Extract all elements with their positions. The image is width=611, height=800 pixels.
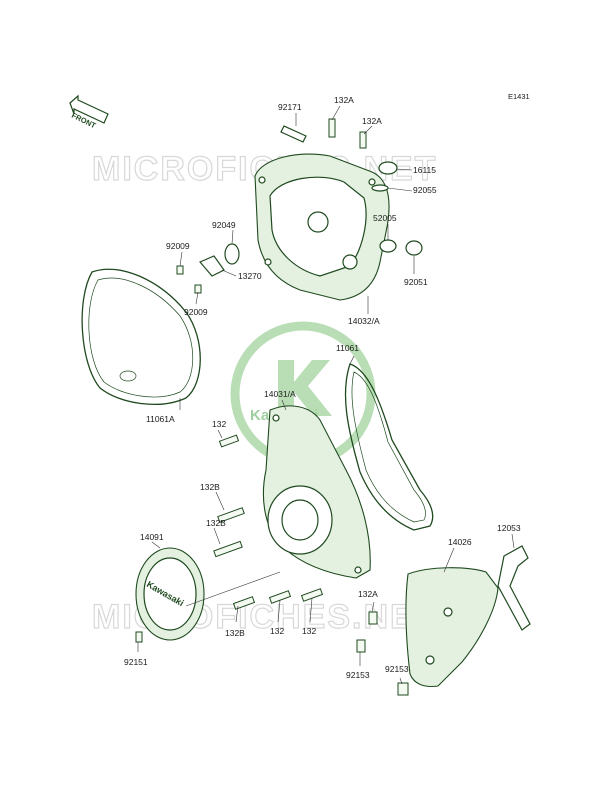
gasket-11061 (344, 363, 434, 531)
callout-132A-top: 132A (334, 95, 354, 105)
callout-52005: 52005 (373, 213, 397, 223)
callout-16115: 16115 (413, 165, 436, 175)
plug-16115 (378, 161, 398, 175)
bolt-132A-low (368, 611, 378, 625)
callout-92153-a: 92153 (346, 670, 370, 680)
callout-132-b: 132 (270, 626, 284, 636)
plate-13270 (199, 255, 225, 277)
callout-92009-b: 92009 (184, 307, 208, 317)
seal-92049 (224, 243, 240, 265)
bolt-92151 (135, 631, 143, 643)
callout-11061: 11061 (336, 343, 359, 353)
bracket-92171 (280, 125, 307, 143)
callout-132-a: 132 (212, 419, 226, 429)
callout-92055: 92055 (413, 185, 437, 195)
callout-14026: 14026 (448, 537, 472, 547)
oring-92055 (371, 184, 389, 192)
bracket-12053 (497, 545, 531, 631)
callout-92151: 92151 (124, 657, 148, 667)
callout-92051: 92051 (404, 277, 428, 287)
callout-132B-c: 132B (225, 628, 245, 638)
bolt-92009-b (194, 284, 202, 294)
callout-14091: 14091 (140, 532, 164, 542)
bolt-92153-a (356, 639, 366, 653)
callout-14031A: 14031/A (264, 389, 296, 399)
callout-12053: 12053 (497, 523, 521, 533)
clutch-cover-upper (254, 153, 390, 301)
callout-92009-a: 92009 (166, 241, 190, 251)
bolt-132-b (268, 590, 292, 604)
callout-132A-low: 132A (358, 589, 378, 599)
bolt-132B-c (232, 596, 256, 610)
bolt-92009-a (176, 265, 184, 275)
callout-92153-b: 92153 (385, 664, 409, 674)
callout-13270: 13270 (238, 271, 262, 281)
bolt-132A-right (359, 131, 367, 149)
bearing-52005 (379, 239, 397, 253)
callout-132A-right: 132A (362, 116, 382, 126)
sprocket-cover-14026 (405, 567, 499, 688)
front-arrow-icon: FRONT (69, 94, 109, 130)
callout-11061A: 11061A (146, 414, 175, 424)
callout-14032A: 14032/A (348, 316, 380, 326)
bolt-132-c (300, 588, 324, 602)
bolt-132B-b (213, 540, 243, 558)
bolt-132-a (218, 434, 240, 448)
gasket-11061A (81, 268, 201, 405)
bolt-132A-top (328, 118, 336, 138)
callout-92171: 92171 (278, 102, 302, 112)
callout-132-c: 132 (302, 626, 316, 636)
leader-lines (137, 105, 515, 685)
callout-132B-b: 132B (206, 518, 226, 528)
clutch-cover-lower (262, 405, 371, 579)
callout-132B-a: 132B (200, 482, 220, 492)
callout-labels: 92171 132A 132A 16115 92055 92049 52005 … (124, 95, 521, 680)
seal-92051 (405, 240, 423, 256)
round-cover-14091: Kawasaki (135, 547, 205, 641)
diagram-ref-code: E1431 (508, 92, 530, 101)
bolt-92153-b (397, 682, 409, 696)
bolt-132B-a (217, 507, 245, 523)
callout-92049: 92049 (212, 220, 236, 230)
